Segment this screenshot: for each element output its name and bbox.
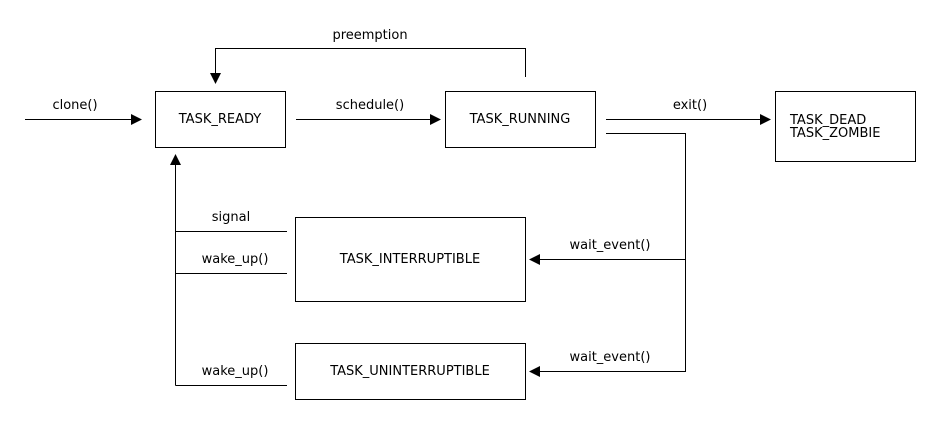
edge-wait-event-uninterruptible: wait_event(): [529, 350, 650, 377]
edge-wait-event-interruptible: wait_event(): [529, 133, 686, 372]
arrowhead-icon: [131, 114, 142, 125]
state-task-ready: TASK_READY: [155, 91, 286, 148]
edge-preemption: preemption: [210, 28, 526, 84]
edge-label-wait-event-uninterruptible: wait_event(): [570, 350, 651, 365]
edge-label-exit: exit(): [673, 98, 707, 113]
state-task-uninterruptible: TASK_UNINTERRUPTIBLE: [295, 343, 526, 400]
state-task-interruptible: TASK_INTERRUPTIBLE: [295, 217, 526, 302]
edge-schedule: schedule(): [296, 98, 441, 125]
state-task-running: TASK_RUNNING: [445, 91, 596, 148]
edge-label-wake-up-interruptible: wake_up(): [202, 252, 269, 267]
state-label-task-uninterruptible: TASK_UNINTERRUPTIBLE: [329, 364, 490, 379]
edge-clone: clone(): [25, 98, 142, 125]
edge-wake-up-uninterruptible: wake_up(): [175, 364, 287, 386]
arrowhead-icon: [529, 366, 540, 377]
state-label-task-dead: TASK_DEAD: [789, 113, 866, 128]
arrowhead-icon: [430, 114, 441, 125]
edge-label-wake-up-uninterruptible: wake_up(): [202, 364, 269, 379]
arrowhead-icon: [529, 254, 540, 265]
edge-label-preemption: preemption: [332, 28, 407, 43]
edge-label-wait-event-interruptible: wait_event(): [570, 238, 651, 253]
edge-signal: signal: [175, 210, 287, 232]
edge-wake-up-interruptible: wake_up(): [175, 252, 287, 274]
state-label-task-running: TASK_RUNNING: [469, 112, 571, 127]
state-label-task-zombie: TASK_ZOMBIE: [789, 126, 880, 141]
state-label-task-interruptible: TASK_INTERRUPTIBLE: [339, 252, 480, 267]
arrowhead-icon: [210, 73, 221, 84]
state-task-dead-zombie: TASK_DEAD TASK_ZOMBIE: [775, 91, 916, 162]
edge-label-signal: signal: [212, 210, 250, 225]
edge-exit: exit(): [606, 98, 771, 125]
arrowhead-icon: [760, 114, 771, 125]
arrowhead-icon: [170, 154, 181, 165]
state-label-task-ready: TASK_READY: [178, 112, 262, 127]
edge-label-clone: clone(): [52, 98, 97, 113]
edge-return-to-ready: [170, 154, 181, 386]
edge-label-schedule: schedule(): [336, 98, 404, 113]
